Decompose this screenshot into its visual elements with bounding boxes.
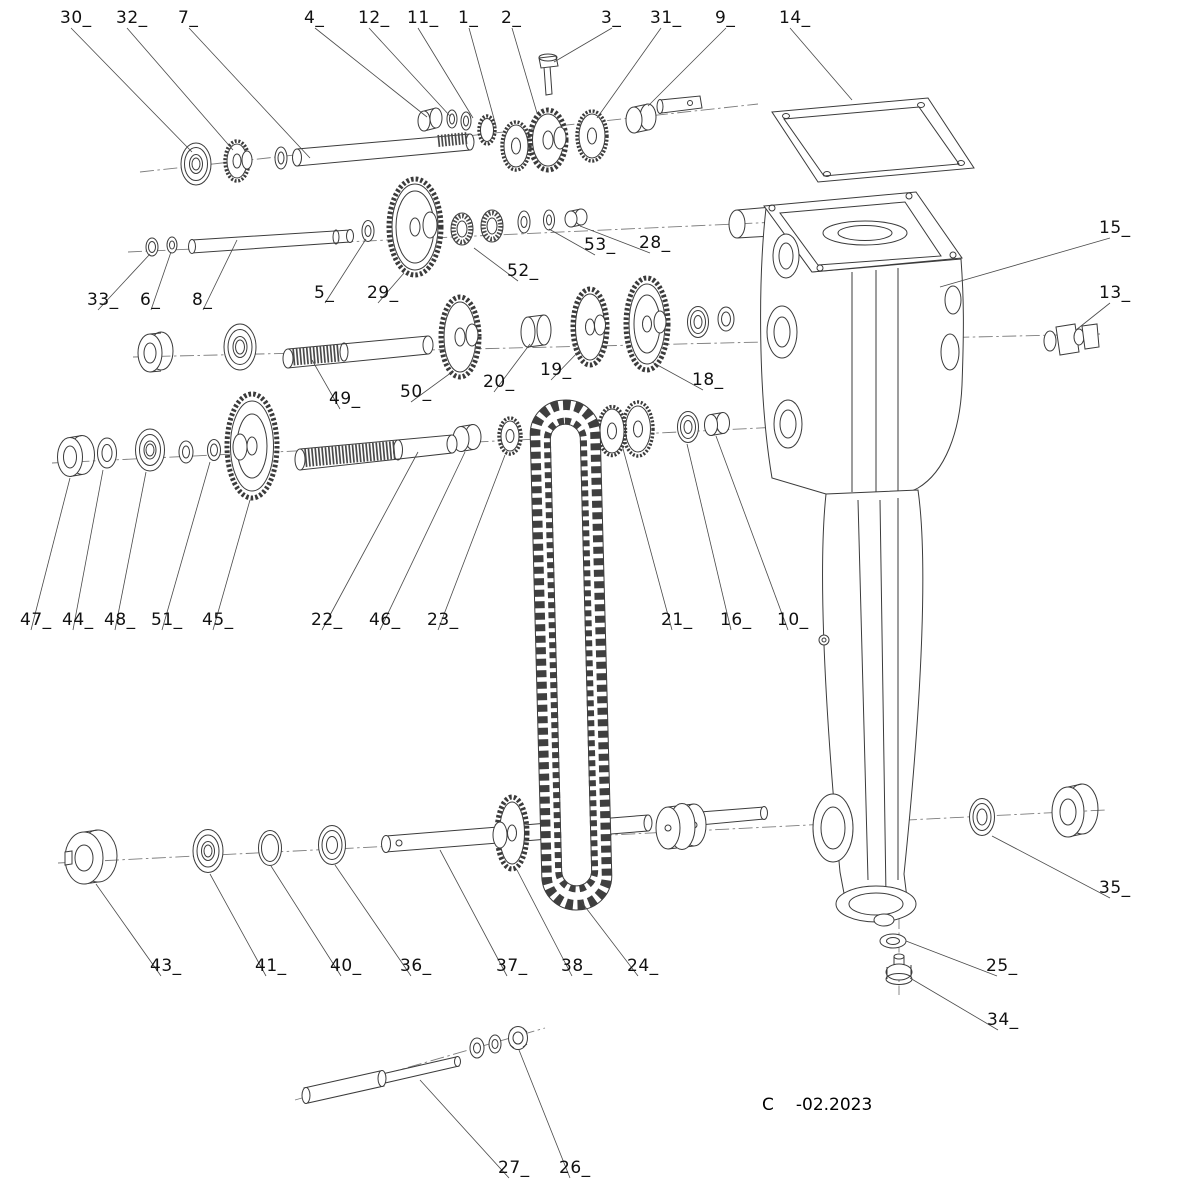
part-label-8: 8_	[192, 290, 213, 310]
part-label-16: 16_	[720, 610, 752, 630]
part-label-53: 53_	[584, 235, 616, 255]
part-label-44: 44_	[62, 610, 94, 630]
part-label-48: 48_	[104, 610, 136, 630]
part-label-43: 43_	[150, 956, 182, 976]
part-label-6: 6_	[140, 290, 161, 310]
part-label-23: 23_	[427, 610, 459, 630]
part-label-1: 1_	[458, 8, 479, 28]
part-label-47: 47_	[20, 610, 52, 630]
part-label-45: 45_	[202, 610, 234, 630]
top-cover-plate	[771, 97, 975, 183]
shifter-rod-assembly	[301, 1026, 528, 1104]
part-label-31: 31_	[650, 8, 682, 28]
part-label-50: 50_	[400, 382, 432, 402]
part-label-5: 5_	[314, 283, 335, 303]
part-label-51: 51_	[151, 610, 183, 630]
gear-shaft-assembly	[57, 391, 730, 501]
input-shaft-assembly	[180, 53, 703, 186]
part-label-37: 37_	[496, 956, 528, 976]
part-label-34: 34_	[987, 1010, 1019, 1030]
part-label-29: 29_	[367, 283, 399, 303]
part-label-3: 3_	[601, 8, 622, 28]
part-label-27: 27_	[498, 1158, 530, 1178]
output-fitting	[1043, 323, 1100, 356]
part-label-28: 28_	[639, 233, 671, 253]
part-label-24: 24_	[627, 956, 659, 976]
drawing-caption: C -02.2023	[762, 1095, 872, 1115]
part-label-18: 18_	[692, 370, 724, 390]
part-label-15: 15_	[1099, 218, 1131, 238]
part-label-25: 25_	[986, 956, 1018, 976]
part-label-20: 20_	[483, 372, 515, 392]
part-label-22: 22_	[311, 610, 343, 630]
part-label-33: 33_	[87, 290, 119, 310]
output-shaft-assembly	[64, 783, 1099, 885]
part-label-40: 40_	[330, 956, 362, 976]
caption-rev: -02.2023	[795, 1095, 873, 1115]
countershaft-assembly	[145, 176, 588, 278]
part-label-7: 7_	[178, 8, 199, 28]
part-label-52: 52_	[507, 261, 539, 281]
part-label-41: 41_	[255, 956, 287, 976]
part-label-13: 13_	[1099, 283, 1131, 303]
part-label-2: 2_	[501, 8, 522, 28]
part-label-38: 38_	[561, 956, 593, 976]
part-label-19: 19_	[540, 360, 572, 380]
part-label-30: 30_	[60, 8, 92, 28]
part-label-9: 9_	[715, 8, 736, 28]
part-label-46: 46_	[369, 610, 401, 630]
part-label-21: 21_	[661, 610, 693, 630]
part-label-35: 35_	[1099, 878, 1131, 898]
caption-code: C	[762, 1095, 774, 1115]
leader-lines	[30, 27, 1111, 1179]
part-label-32: 32_	[116, 8, 148, 28]
mainshaft-assembly	[137, 275, 735, 380]
part-label-12: 12_	[358, 8, 390, 28]
part-label-26: 26_	[559, 1158, 591, 1178]
drive-chain	[529, 399, 613, 911]
part-label-36: 36_	[400, 956, 432, 976]
part-label-49: 49_	[329, 389, 361, 409]
part-label-4: 4_	[304, 8, 325, 28]
gearbox-housing	[728, 191, 964, 927]
part-label-10: 10_	[777, 610, 809, 630]
part-label-14: 14_	[779, 8, 811, 28]
part-label-11: 11_	[407, 8, 439, 28]
